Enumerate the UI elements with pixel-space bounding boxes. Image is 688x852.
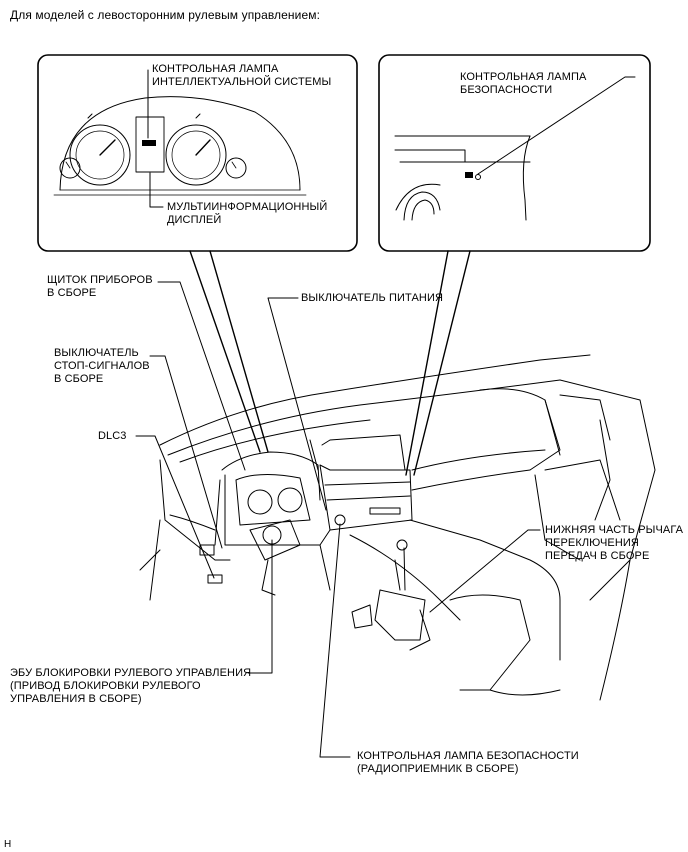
page-caption: Для моделей с левосторонним рулевым упра… — [10, 8, 321, 22]
power-switch-label: ВЫКЛЮЧАТЕЛЬ ПИТАНИЯ — [301, 292, 444, 304]
multi-display-label: МУЛЬТИИНФОРМАЦИОННЫЙ ДИСПЛЕЙ — [167, 201, 328, 226]
dlc3-leader — [135, 435, 215, 579]
security-lamp-top-leader — [477, 76, 636, 175]
power-switch-leader — [267, 297, 327, 511]
intelligent-lamp-label: КОНТРОЛЬНАЯ ЛАМПА ИНТЕЛЛЕКТУАЛЬНОЙ СИСТЕ… — [152, 63, 332, 88]
meter-leader — [157, 281, 246, 471]
dlc3-label: DLC3 — [98, 430, 127, 442]
steering-lock-ecu-label: ЭБУ БЛОКИРОВКИ РУЛЕВОГО УПРАВЛЕНИЯ (ПРИВ… — [10, 667, 252, 705]
steering-ecu-leader — [247, 539, 273, 674]
security-callout-box — [378, 54, 651, 252]
security-lamp-radio-label: КОНТРОЛЬНАЯ ЛАМПА БЕЗОПАСНОСТИ (РАДИОПРИ… — [357, 750, 579, 775]
dashboard-body — [139, 354, 656, 701]
security-lamp-top-label: КОНТРОЛЬНАЯ ЛАМПА БЕЗОПАСНОСТИ — [460, 71, 587, 96]
stop-lamp-switch-label: ВЫКЛЮЧАТЕЛЬ СТОП-СИГНАЛОВ В СБОРЕ — [54, 347, 150, 385]
security-radio-leader — [319, 523, 351, 758]
meter-callout-box — [37, 54, 358, 252]
shift-lever-leader — [429, 529, 541, 613]
stop-lamp-leader — [149, 355, 223, 549]
multi-display-leader — [149, 172, 164, 208]
figure-id: H — [4, 839, 12, 850]
shift-lever-label: НИЖНЯЯ ЧАСТЬ РЫЧАГА ПЕРЕКЛЮЧЕНИЯ ПЕРЕДАЧ… — [545, 524, 684, 562]
combination-meter-label: ЩИТОК ПРИБОРОВ В СБОРЕ — [47, 274, 153, 299]
